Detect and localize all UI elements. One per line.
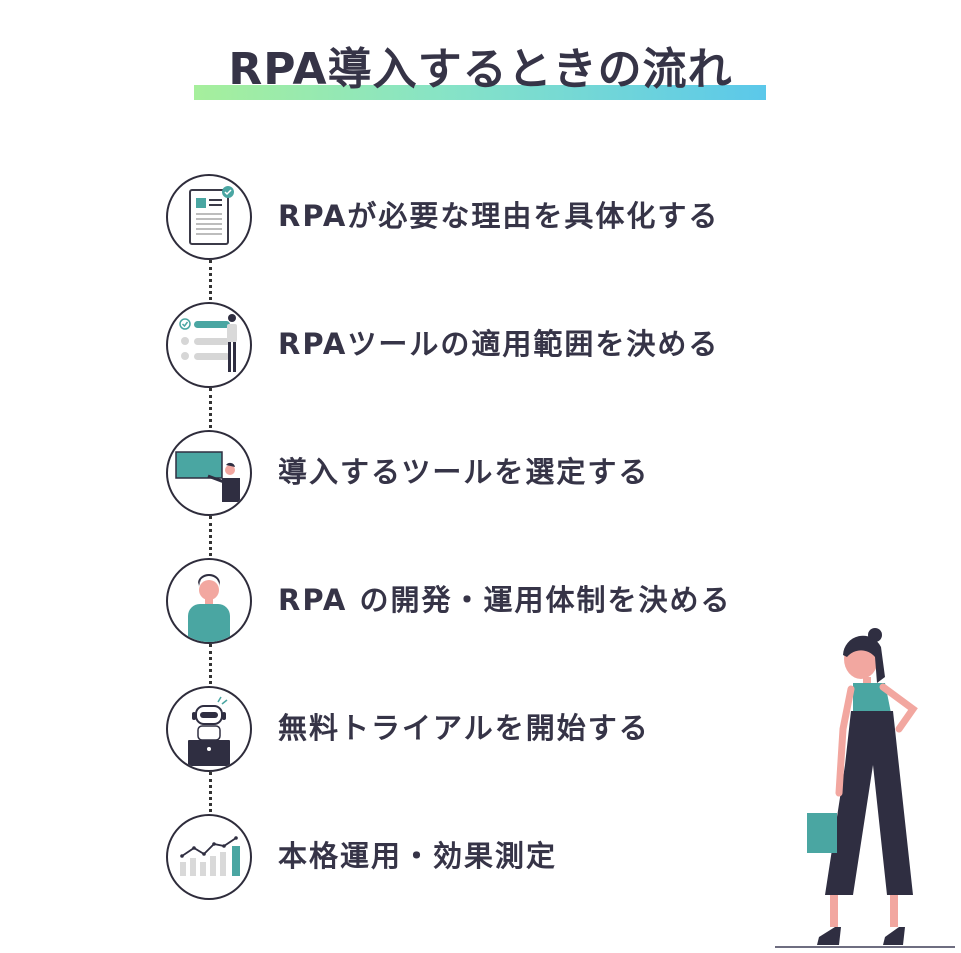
connector-line (209, 388, 212, 428)
step-label: 本格運用・効果測定 (278, 839, 558, 873)
title-highlight (194, 85, 766, 100)
step-2: RPAツールの適用範囲を決める (166, 302, 866, 390)
step-label: RPAが必要な理由を具体化する (278, 199, 720, 233)
step-5: 無料トライアルを開始する (166, 686, 866, 774)
step-label: 無料トライアルを開始する (278, 711, 650, 745)
connector-line (209, 516, 212, 556)
page-title: RPA導入するときの流れ (228, 44, 733, 95)
woman-illustration (775, 625, 955, 949)
step-4: RPA の開発・運用体制を決める (166, 558, 866, 646)
growth-chart-icon (166, 814, 252, 900)
robot-laptop-icon (166, 686, 252, 772)
person-checklist-icon (166, 302, 252, 388)
step-label: RPA の開発・運用体制を決める (278, 583, 732, 617)
step-3: 導入するツールを選定する (166, 430, 866, 518)
step-1: RPAが必要な理由を具体化する (166, 174, 866, 262)
step-6: 本格運用・効果測定 (166, 814, 866, 902)
person-whiteboard-icon (166, 430, 252, 516)
connector-line (209, 260, 212, 300)
connector-line (209, 772, 212, 812)
step-label: 導入するツールを選定する (278, 455, 650, 489)
document-check-icon (166, 174, 252, 260)
step-label: RPAツールの適用範囲を決める (278, 327, 720, 361)
connector-line (209, 644, 212, 684)
person-avatar-icon (166, 558, 252, 644)
